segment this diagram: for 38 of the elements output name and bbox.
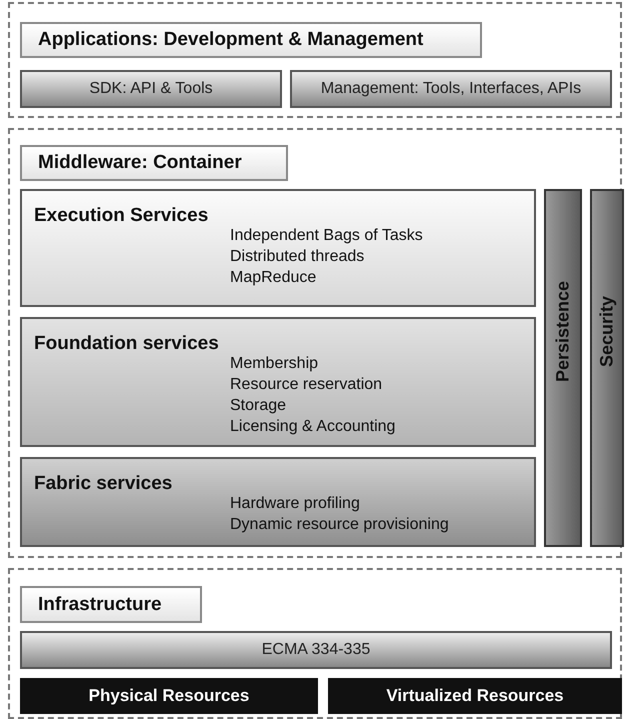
layer-heading: Applications: Development & Management — [38, 29, 424, 51]
label-text: Virtualized Resources — [386, 686, 564, 706]
label-text: Physical Resources — [88, 686, 250, 706]
service-heading: Execution Services — [34, 205, 208, 227]
label-text: ECMA 334-335 — [262, 641, 370, 659]
service-item: MapReduce — [230, 269, 316, 287]
resource-bar — [20, 678, 318, 714]
service-item: Distributed threads — [230, 248, 364, 266]
label-text: Management: Tools, Interfaces, APIs — [320, 80, 582, 98]
service-item: Dynamic resource provisioning — [230, 516, 449, 534]
service-item: Licensing & Accounting — [230, 418, 396, 436]
component-bar — [20, 70, 282, 108]
service-heading: Foundation services — [34, 333, 219, 355]
service-item: Resource reservation — [230, 376, 382, 394]
layer-title — [20, 586, 202, 623]
layer-title — [20, 145, 288, 181]
service-item: Independent Bags of Tasks — [230, 227, 423, 245]
label-text: SDK: API & Tools — [89, 80, 213, 98]
layer-heading: Middleware: Container — [38, 152, 242, 174]
service-panel — [20, 317, 536, 447]
label-text: Persistence — [552, 280, 574, 382]
component-bar — [290, 70, 612, 108]
service-panel — [20, 189, 536, 307]
vertical-service-bar — [544, 189, 582, 547]
service-item: Hardware profiling — [230, 495, 360, 513]
service-heading: Fabric services — [34, 473, 172, 495]
service-item: Membership — [230, 355, 318, 373]
resource-bar — [328, 678, 622, 714]
layer-title — [20, 22, 482, 58]
layer-panel — [8, 2, 622, 118]
service-panel — [20, 457, 536, 547]
label-text: Security — [596, 296, 618, 368]
vertical-service-bar — [590, 189, 624, 547]
layer-panel — [8, 128, 622, 558]
service-item: Storage — [230, 397, 286, 415]
component-bar — [20, 631, 612, 669]
layer-panel — [8, 568, 622, 719]
layer-heading: Infrastructure — [38, 594, 162, 616]
